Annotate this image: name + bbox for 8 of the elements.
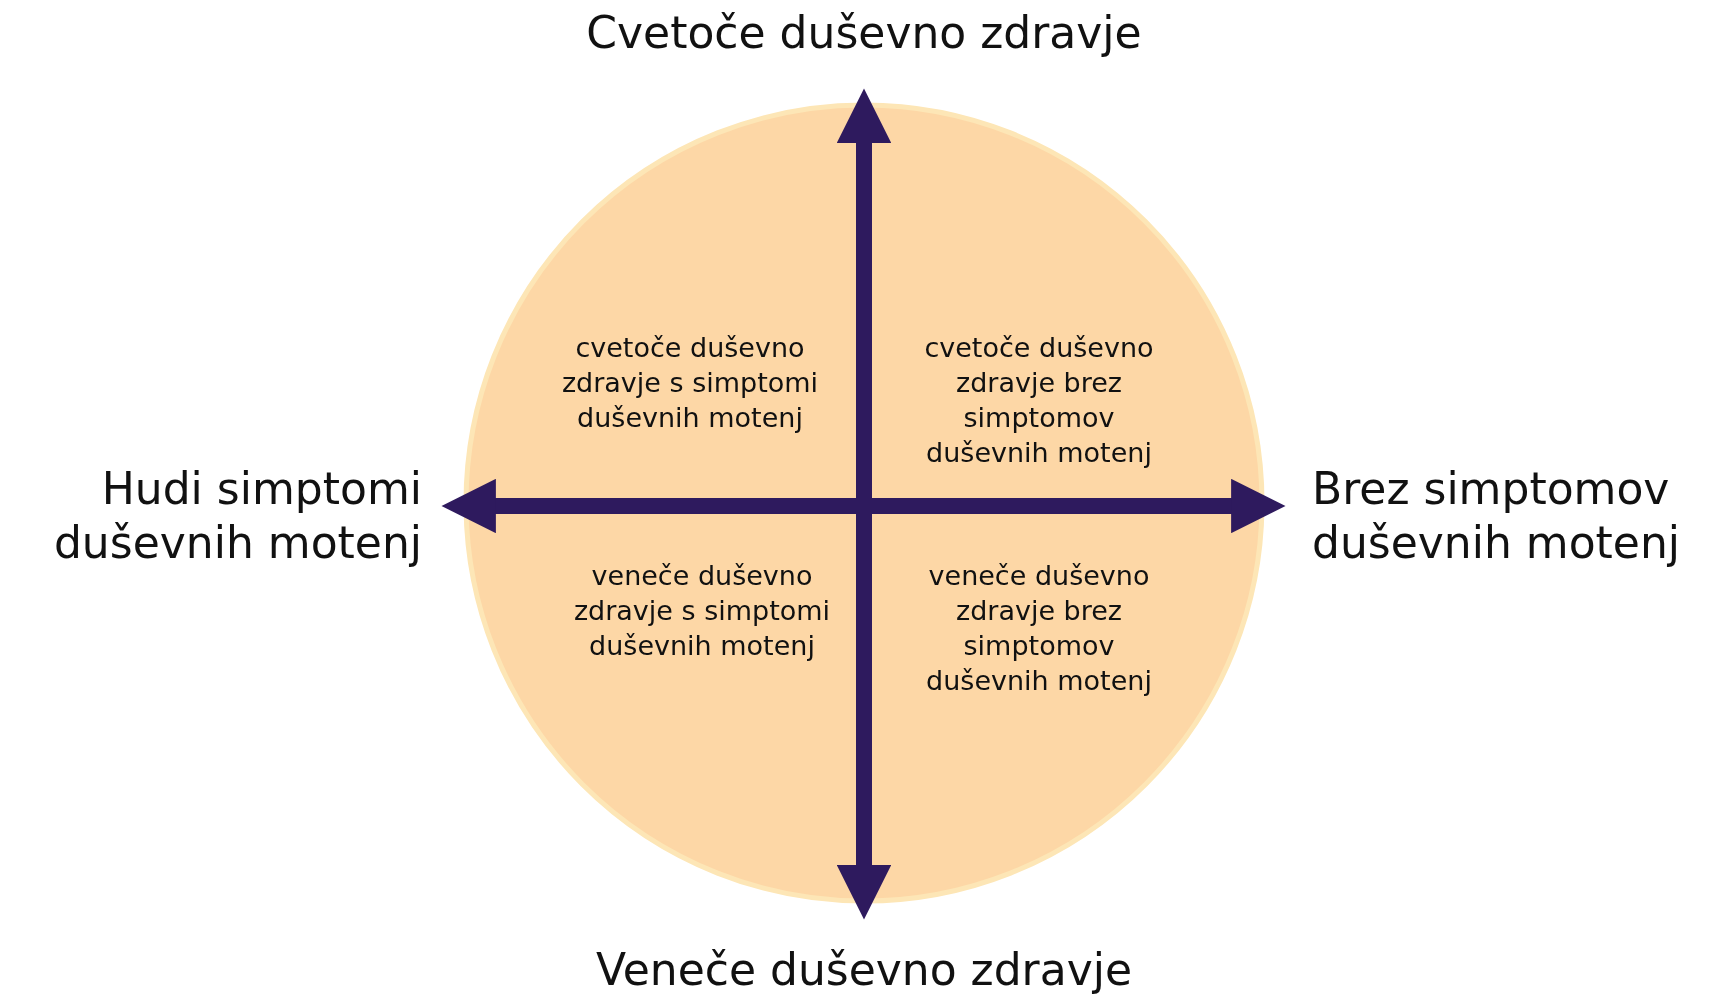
axis-label: Veneče duševno zdravje <box>596 943 1132 997</box>
axis-label: Brez simptomov duševnih motenj <box>1312 462 1682 570</box>
quadrant-label: cvetoče duševno zdravje s simptomi duševnih motenj <box>560 331 820 435</box>
quadrant-label: veneče duševno zdravje brez simptomov duševnih motenj <box>925 559 1153 698</box>
axis-label: Hudi simptomi duševnih motenj <box>52 462 422 570</box>
quadrant-label: cvetoče duševno zdravje brez simptomov duševnih motenj <box>923 331 1155 470</box>
quadrant-label: veneče duševno zdravje s simptomi duševnih motenj <box>572 559 832 663</box>
axis-label: Cvetoče duševno zdravje <box>586 6 1142 60</box>
